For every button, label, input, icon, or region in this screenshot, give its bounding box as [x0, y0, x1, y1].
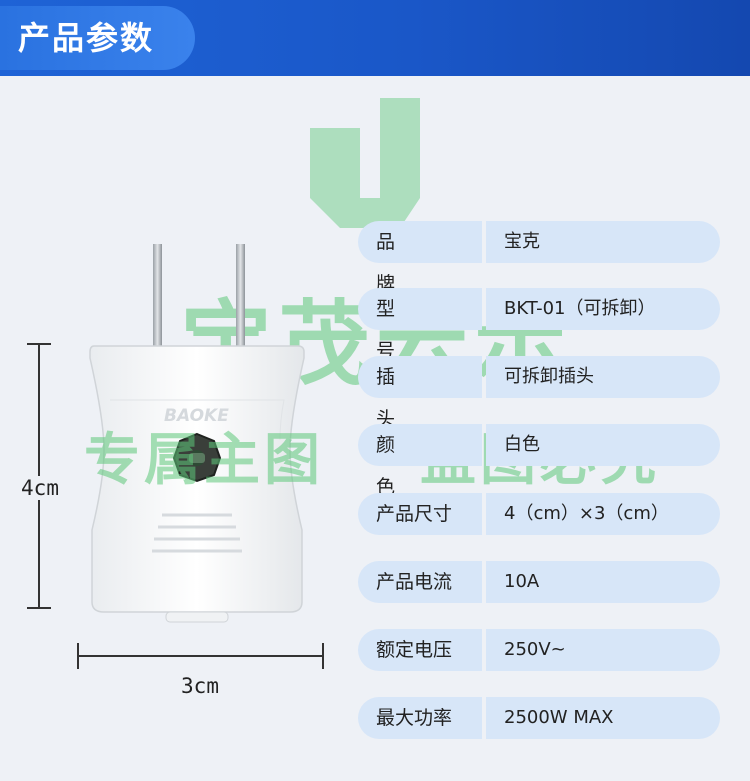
height-dimension-cap-bottom [27, 607, 51, 609]
spec-value: 2500W MAX [504, 707, 614, 728]
spec-row-power: 最大功率 2500W MAX [358, 697, 720, 739]
spec-label: 颜色 [376, 434, 436, 498]
width-dimension-label: 3cm [181, 674, 219, 698]
spec-value: 宝克 [504, 231, 540, 252]
height-dimension-label: 4cm [2, 476, 78, 500]
spec-row-size: 产品尺寸 4（cm）×3（cm） [358, 493, 720, 535]
watermark-logo-icon [310, 98, 420, 228]
spec-label: 额定电压 [376, 639, 453, 661]
spec-row-current: 产品电流 10A [358, 561, 720, 603]
spec-value: 可拆卸插头 [504, 366, 594, 387]
width-dimension-line [78, 655, 324, 657]
width-dimension-cap-left [77, 643, 79, 669]
header-title-tab [0, 6, 195, 70]
spec-value: BKT-01（可拆卸） [504, 298, 656, 319]
spec-label: 产品尺寸 [376, 503, 453, 525]
plug-brand-mark: BAOKE [164, 406, 229, 426]
page-title: 产品参数 [18, 19, 155, 57]
spec-value: 白色 [504, 434, 540, 455]
plug-image: BAOKE [89, 244, 305, 623]
spec-row-plug: 插头 可拆卸插头 [358, 356, 720, 430]
spec-value: 10A [504, 571, 540, 592]
spec-row-brand: 品牌 宝克 [358, 221, 720, 295]
spec-label: 最大功率 [376, 707, 453, 729]
spec-row-model: 型号 BKT-01（可拆卸） [358, 288, 720, 362]
height-dimension-line [38, 343, 40, 608]
height-dimension-cap-top [27, 343, 51, 345]
spec-label: 产品电流 [376, 571, 453, 593]
spec-value: 4（cm）×3（cm） [504, 503, 669, 524]
width-dimension-cap-right [322, 643, 324, 669]
spec-row-color: 颜色 白色 [358, 424, 720, 498]
spec-value: 250V~ [504, 639, 566, 660]
spec-row-voltage: 额定电压 250V~ [358, 629, 720, 671]
header-bar: 产品参数 [0, 0, 750, 76]
